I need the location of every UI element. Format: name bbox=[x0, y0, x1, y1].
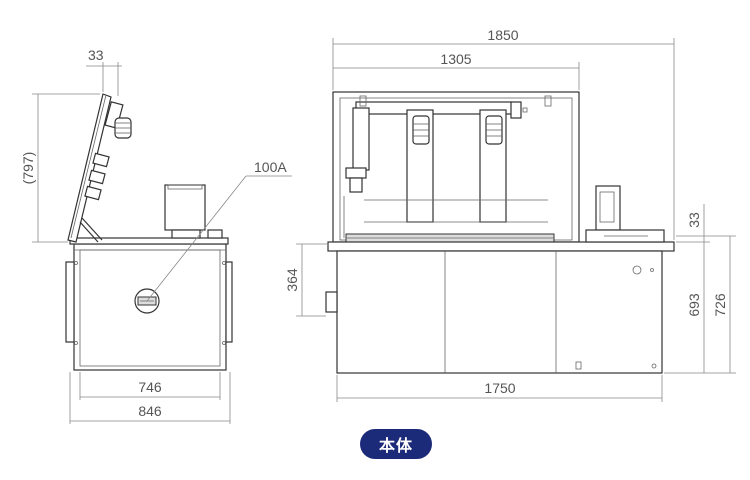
dim-front-body-height: 693 bbox=[686, 293, 702, 317]
dim-front-lid-width: 1305 bbox=[440, 51, 471, 67]
dim-front-lid-offset: 33 bbox=[686, 212, 702, 228]
side-top-plate bbox=[69, 237, 229, 245]
side-open-lid bbox=[67, 93, 132, 243]
side-view: 33 (797) 100A 746 846 bbox=[20, 47, 292, 424]
front-view: 1850 1305 33 693 726 364 1750 bbox=[284, 27, 736, 402]
dim-side-lid-height: (797) bbox=[20, 152, 36, 185]
dim-front-total-height: 726 bbox=[712, 293, 728, 317]
front-right-sink bbox=[585, 185, 665, 243]
dim-side-outer-width: 846 bbox=[138, 403, 162, 419]
side-motor bbox=[164, 184, 206, 231]
dim-front-overall-width: 1850 bbox=[487, 27, 518, 43]
front-spray-manifold bbox=[343, 95, 552, 238]
dim-side-port: 100A bbox=[254, 159, 287, 175]
front-cabinet bbox=[336, 250, 663, 374]
front-top-deck bbox=[327, 241, 675, 252]
dim-side-inner-width: 746 bbox=[138, 379, 162, 395]
dim-front-base-width: 1750 bbox=[484, 380, 515, 396]
dim-side-lid-offset: 33 bbox=[88, 47, 104, 63]
dim-front-side-height: 364 bbox=[284, 268, 300, 292]
main-unit-badge: 本体 bbox=[360, 429, 432, 459]
front-lid-frame bbox=[332, 91, 580, 243]
